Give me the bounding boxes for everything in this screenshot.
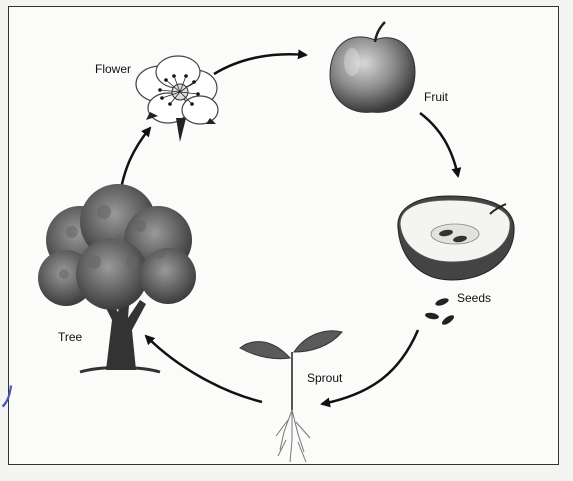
stage-label-flower: Flower [95,62,131,76]
arrow-tree-to-flower [120,128,150,194]
stage-label-fruit: Fruit [424,90,448,104]
arrow-fruit-to-seeds [420,113,458,176]
stage-label-sprout: Sprout [307,371,342,385]
halved-apple-seeds-icon [398,196,514,326]
arrow-seeds-to-sprout [322,330,418,404]
sprout-icon [240,331,342,462]
arrow-flower-to-fruit [214,54,306,74]
pen-mark: ﾉ [0,372,15,416]
stage-label-tree: Tree [58,330,82,344]
apple-icon [330,22,415,112]
stage-label-seeds: Seeds [457,291,491,305]
